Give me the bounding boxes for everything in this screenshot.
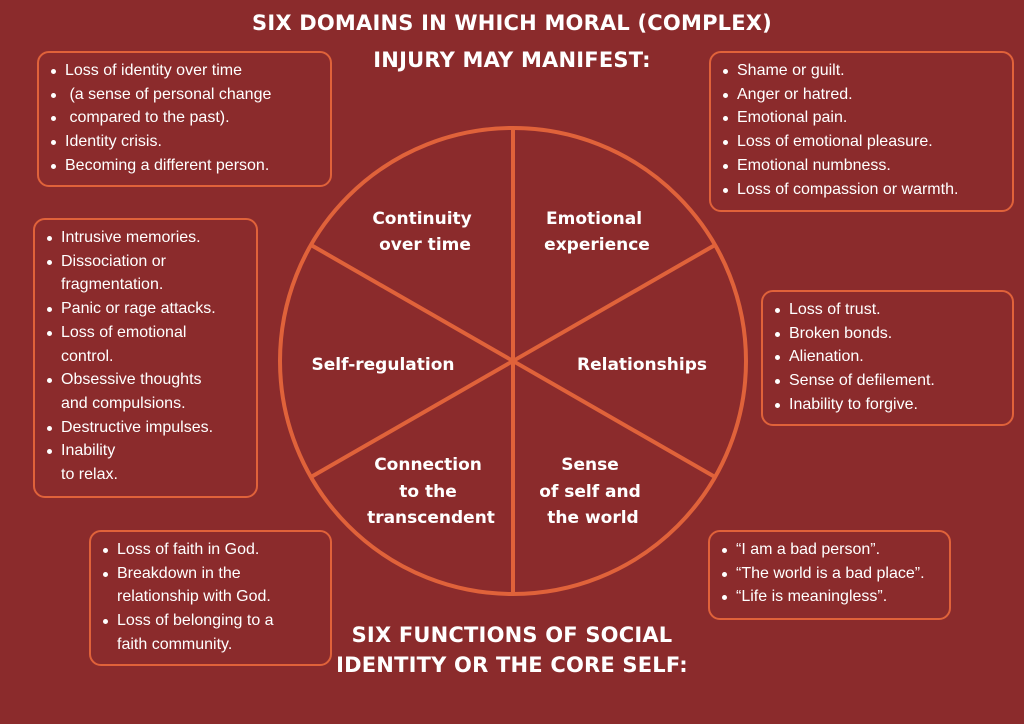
self-regulation-symptoms-box: Intrusive memories. Dissociation or frag… [33, 218, 258, 498]
list-item: “I am a bad person”. [718, 538, 939, 562]
list-item: Dissociation or fragmentation. [43, 250, 246, 297]
list-item: Loss of emotional pleasure. [719, 130, 1002, 154]
segment-selfreg: Self-regulation [312, 355, 455, 375]
segment-transcendent: Connection to the transcendent [367, 455, 495, 528]
list-item: Loss of emotional control. [43, 321, 246, 368]
list-item: Obsessive thoughts and compulsions. [43, 368, 246, 415]
wheel-divider-diagonal-2 [310, 243, 716, 479]
title-bottom-line-1: SIX FUNCTIONS OF SOCIAL [351, 623, 673, 647]
title-top-line-1: SIX DOMAINS IN WHICH MORAL (COMPLEX) [252, 11, 772, 35]
list-item: Loss of compassion or warmth. [719, 178, 1002, 202]
list-item: Panic or rage attacks. [43, 297, 246, 321]
list-item: Emotional pain. [719, 106, 1002, 130]
list-item: Inability to forgive. [771, 393, 1002, 417]
relationships-symptoms-box: Loss of trust. Broken bonds. Alienation.… [761, 290, 1014, 426]
list-item: Loss of trust. [771, 298, 1002, 322]
segment-emotional: Emotional experience [544, 209, 650, 255]
list-item: Sense of defilement. [771, 369, 1002, 393]
segment-continuity: Continuity over time [372, 209, 477, 255]
list-item: Destructive impulses. [43, 416, 246, 440]
list-item: “The world is a bad place”. [718, 562, 939, 586]
list-item: (a sense of personal change [47, 83, 320, 107]
segment-relationships: Relationships [577, 355, 707, 375]
title-bottom-line-2: IDENTITY OR THE CORE SELF: [336, 653, 688, 677]
list-item: Loss of identity over time [47, 59, 320, 83]
emotional-symptoms-box: Shame or guilt. Anger or hatred. Emotion… [709, 51, 1014, 212]
list-item: Broken bonds. [771, 322, 1002, 346]
list-item: Identity crisis. [47, 130, 320, 154]
continuity-symptoms-box: Loss of identity over time (a sense of p… [37, 51, 332, 187]
sense-of-self-symptoms-box: “I am a bad person”. “The world is a bad… [708, 530, 951, 620]
list-item: Intrusive memories. [43, 226, 246, 250]
list-item: Inability to relax. [43, 439, 246, 486]
transcendent-symptoms-box: Loss of faith in God. Breakdown in the r… [89, 530, 332, 666]
list-item: Loss of faith in God. [99, 538, 320, 562]
list-item: Becoming a different person. [47, 154, 320, 178]
list-item: compared to the past). [47, 106, 320, 130]
list-item: Loss of belonging to a faith community. [99, 609, 320, 656]
list-item: Emotional numbness. [719, 154, 1002, 178]
list-item: Shame or guilt. [719, 59, 1002, 83]
list-item: Breakdown in the relationship with God. [99, 562, 320, 609]
list-item: Alienation. [771, 345, 1002, 369]
title-top-line-2: INJURY MAY MANIFEST: [373, 48, 651, 72]
segment-sense: Sense of self and the world [539, 455, 646, 528]
list-item: Anger or hatred. [719, 83, 1002, 107]
list-item: “Life is meaningless”. [718, 585, 939, 609]
